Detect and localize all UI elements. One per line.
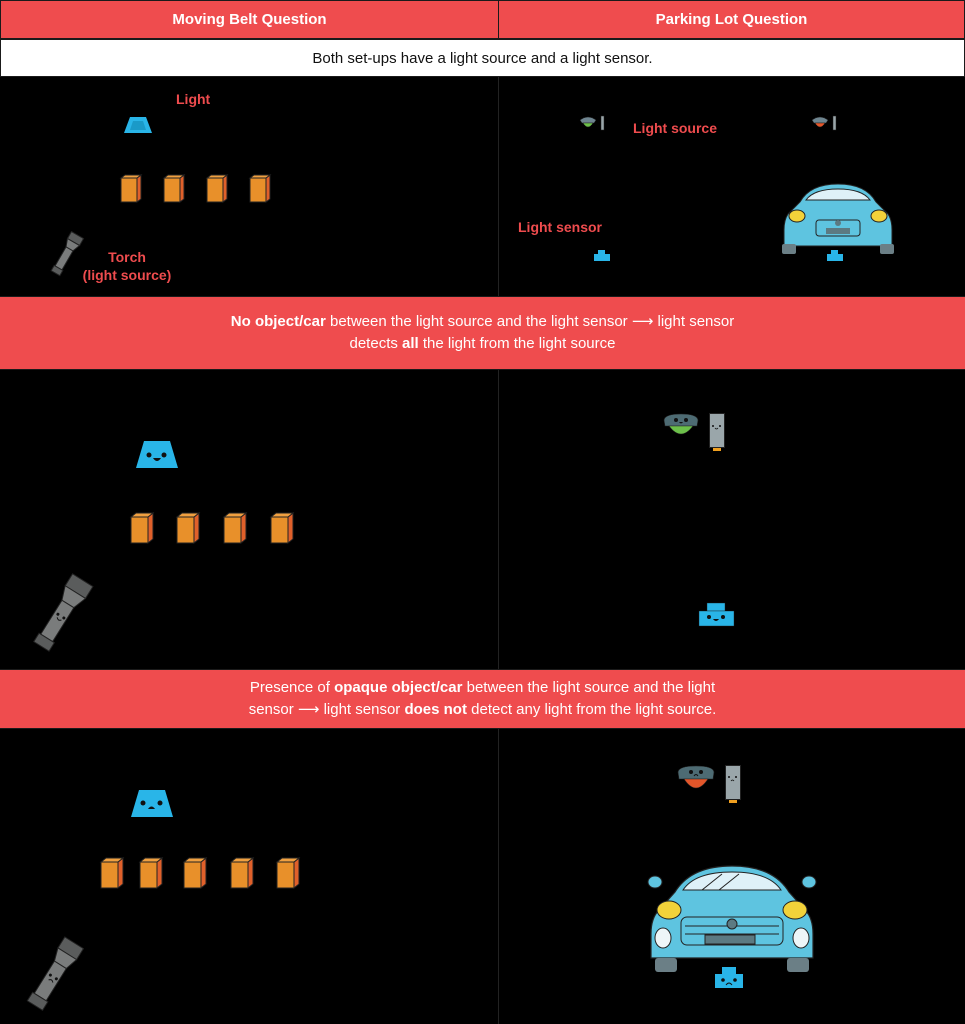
light-sensor-small-2	[827, 250, 843, 261]
light-sensor-sad-small-icon	[715, 967, 743, 988]
column-divider-2	[498, 370, 499, 669]
band2-text1a: Presence of	[249, 679, 335, 696]
label-light-sensor: Light sensor	[518, 219, 603, 235]
band2-bold2: does not	[404, 701, 467, 718]
light-source-red-icon	[811, 115, 837, 131]
torch-sad-icon	[26, 936, 85, 1011]
band1-bold1: No object/car	[230, 313, 326, 330]
header-moving-belt: Moving Belt Question	[0, 0, 499, 39]
label-torch-line1: Torch	[108, 249, 146, 265]
light-sensor-small-1	[594, 250, 610, 261]
light-source-green-happy-icon	[663, 413, 699, 435]
explanation-band-opaque-object: Presence of opaque object/car between th…	[0, 669, 965, 729]
light-detector-stick-icon-2	[725, 765, 741, 803]
box-row-2	[129, 511, 294, 545]
box-row-3	[99, 856, 300, 890]
band1-text1: between the light source and the light s…	[325, 313, 735, 330]
band1-bold2: all	[402, 335, 419, 352]
light-sensor-happy-icon	[136, 441, 178, 468]
torch-icon	[50, 230, 85, 277]
band2-text2a: sensor ⟶ light sensor	[248, 701, 405, 718]
light-sensor-icon	[124, 117, 152, 133]
band1-text2a: detects	[349, 335, 403, 352]
column-divider-1	[498, 77, 499, 296]
band1-text2b: the light from the light source	[418, 335, 616, 352]
car-icon	[782, 183, 894, 254]
light-sensor-happy-small-icon	[698, 602, 735, 627]
band2-text1b: between the light source and the light	[462, 679, 716, 696]
intro-text: Both set-ups have a light source and a l…	[0, 39, 965, 77]
band2-bold1: opaque object/car	[334, 679, 463, 696]
column-divider-3	[498, 729, 499, 1024]
label-light: Light	[176, 91, 211, 107]
label-torch-line2: (light source)	[82, 267, 172, 283]
header-parking-lot: Parking Lot Question	[498, 0, 965, 39]
box-row	[119, 174, 271, 203]
label-light-source: Light source	[633, 120, 718, 136]
light-source-red-sad-icon	[677, 765, 715, 789]
explanation-band-no-object: No object/car between the light source a…	[0, 296, 965, 370]
light-sensor-sad-icon	[131, 790, 173, 817]
car-large-icon	[647, 865, 817, 972]
band2-text2b: detect any light from the light source.	[466, 701, 717, 718]
torch-happy-icon	[33, 573, 94, 652]
light-source-green-icon	[579, 115, 605, 131]
light-detector-stick-icon	[709, 413, 725, 451]
label-torch: Torch (light source)	[72, 248, 182, 284]
